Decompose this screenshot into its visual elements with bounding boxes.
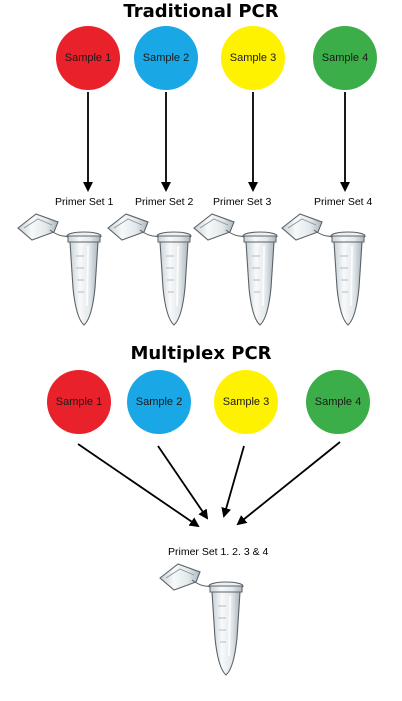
traditional-primer-label-2: Primer Set 2: [135, 196, 194, 208]
multiplex-arrow-3: [221, 445, 245, 518]
traditional-primer-label-3: Primer Set 3: [213, 196, 272, 208]
multiplex-arrow-1: [77, 443, 200, 528]
traditional-sample-2-circle: Sample 2: [134, 26, 198, 90]
multiplex-primer-label: Primer Set 1. 2. 3 & 4: [168, 546, 269, 558]
traditional-sample-3-circle: Sample 3: [221, 26, 285, 90]
multiplex-arrow-2: [157, 445, 209, 520]
traditional-sample-1-circle: Sample 1: [56, 26, 120, 90]
traditional-sample-4-circle: Sample 4: [313, 26, 377, 90]
multiplex-sample-4-circle: Sample 4: [306, 370, 370, 434]
multiplex-sample-3-circle: Sample 3: [214, 370, 278, 434]
traditional-primer-label-4: Primer Set 4: [314, 196, 373, 208]
multiplex-sample-2-circle: Sample 2: [127, 370, 191, 434]
multiplex-pcr-title: Multiplex PCR: [130, 343, 272, 364]
traditional-primer-label-1: Primer Set 1: [55, 196, 114, 208]
multiplex-arrow-4: [236, 441, 341, 526]
traditional-pcr-title: Traditional PCR: [123, 1, 279, 22]
multiplex-sample-1-circle: Sample 1: [47, 370, 111, 434]
